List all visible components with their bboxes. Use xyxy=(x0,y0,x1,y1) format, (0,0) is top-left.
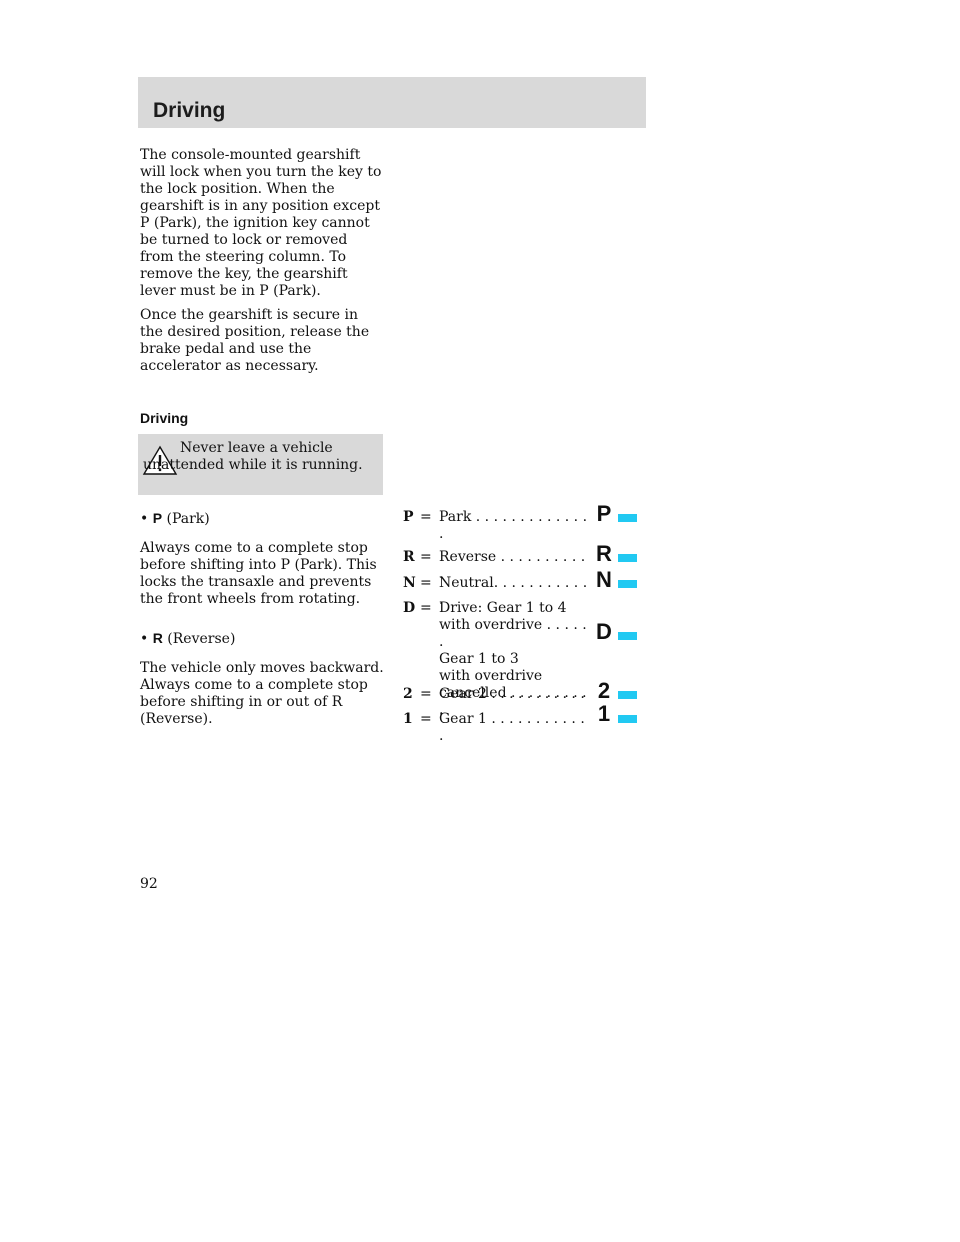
intro-paragraph-2: Once the gearshift is secure in the desi… xyxy=(140,307,370,374)
gear-equals: = xyxy=(420,549,432,565)
gear-row-gear-2: 2 = Gear 2 . . . . . . . . . . . . 2 xyxy=(403,680,643,719)
gear-description: Reverse . . . . . . . . . . . xyxy=(439,549,586,582)
gear-letter: D xyxy=(403,600,416,616)
reverse-paragraph: The vehicle only moves backward. Always … xyxy=(140,660,384,727)
gear-symbol: D xyxy=(596,619,612,644)
gear-equals: = xyxy=(420,686,432,702)
bullet-code: R xyxy=(152,630,163,646)
gear-equals: = xyxy=(420,509,432,525)
gear-row-drive: D = Drive: Gear 1 to 4 with overdrive . … xyxy=(403,600,643,718)
gear-symbol: 2 xyxy=(597,678,611,703)
section-header-band: Driving xyxy=(138,77,646,128)
bullet-dot: • xyxy=(140,631,149,647)
page-title: Driving xyxy=(153,99,226,122)
gear-symbol: N xyxy=(596,567,612,592)
intro-paragraph-1: The console-mounted gearshift will lock … xyxy=(140,147,382,299)
bullet-label: (Park) xyxy=(166,511,210,527)
gear-description: Drive: Gear 1 to 4 with overdrive . . . … xyxy=(439,600,587,718)
gear-letter: R xyxy=(403,549,415,565)
bullet-heading-reverse: • R (Reverse) xyxy=(140,630,235,648)
section-heading-driving: Driving xyxy=(140,410,189,426)
warning-box: Never leave a vehicle unattended while i… xyxy=(138,434,383,495)
gear-equals: = xyxy=(420,575,432,591)
gear-equals: = xyxy=(420,711,432,727)
gear-row-reverse: R = Reverse . . . . . . . . . . . R xyxy=(403,543,643,582)
warning-triangle-icon xyxy=(142,445,178,475)
gear-indicator-bar xyxy=(618,554,637,562)
gear-indicator-bar xyxy=(618,715,637,723)
gear-description: Neutral. . . . . . . . . . . . xyxy=(439,575,588,608)
gear-row-park: P = Park . . . . . . . . . . . . . . P xyxy=(403,503,643,542)
park-paragraph: Always come to a complete stop before sh… xyxy=(140,540,377,607)
bullet-dot: • xyxy=(140,511,149,527)
gear-equals: = xyxy=(420,600,432,616)
gear-letter: 2 xyxy=(403,686,413,702)
page-number: 92 xyxy=(140,876,158,892)
gear-letter: 1 xyxy=(403,711,413,727)
bullet-code: P xyxy=(152,510,163,526)
gear-indicator-bar xyxy=(618,580,637,588)
gear-description: Gear 1 . . . . . . . . . . . . xyxy=(439,711,585,744)
gear-description: Park . . . . . . . . . . . . . . xyxy=(439,509,588,542)
gear-symbol: 1 xyxy=(597,701,611,726)
warning-text: Never leave a vehicle unattended while i… xyxy=(143,440,363,473)
gear-indicator-bar xyxy=(618,632,637,640)
gear-letter: P xyxy=(403,509,414,525)
gear-row-gear-1: 1 = Gear 1 . . . . . . . . . . . . 1 xyxy=(403,703,643,744)
bullet-label: (Reverse) xyxy=(167,631,236,647)
bullet-heading-park: • P (Park) xyxy=(140,510,210,528)
gear-indicator-bar xyxy=(618,514,637,522)
gear-indicator-bar xyxy=(618,691,637,699)
gear-row-neutral: N = Neutral. . . . . . . . . . . . N xyxy=(403,569,643,608)
gear-letter: N xyxy=(403,575,416,591)
gear-symbol: P xyxy=(596,501,612,526)
gear-description: Gear 2 . . . . . . . . . . . . xyxy=(439,686,585,719)
gear-symbol: R xyxy=(596,541,612,566)
